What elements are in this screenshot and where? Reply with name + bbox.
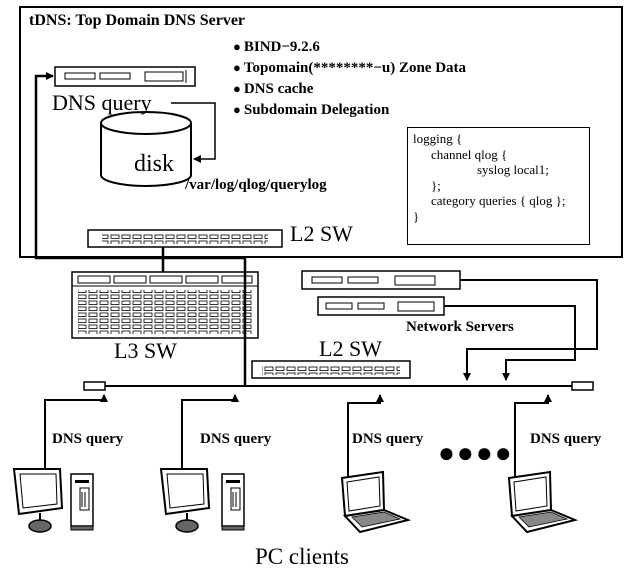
client-query-label: DNS query xyxy=(52,431,124,447)
config-line: channel qlog { xyxy=(431,146,508,162)
config-line: }; xyxy=(431,177,441,193)
server-dns-query-label: DNS query xyxy=(52,90,152,115)
laptop-1-icon xyxy=(340,470,412,534)
feature-item: ●Subdomain Delegation xyxy=(233,102,390,118)
client-query-label: DNS query xyxy=(530,431,602,447)
disk-cylinder-icon xyxy=(100,111,192,187)
desktop-pc-2-icon xyxy=(159,468,245,533)
more-clients-ellipsis: ●●●● xyxy=(438,438,514,469)
l2-switch-top-icon xyxy=(87,229,283,248)
server-title: tDNS: Top Domain DNS Server xyxy=(29,12,246,29)
query-to-disk-arrow xyxy=(171,102,216,163)
client4-query-arrow xyxy=(514,394,552,478)
log-path-label: /var/log/qlog/querylog xyxy=(185,177,327,193)
l2-switch-top-label: L2 SW xyxy=(290,221,353,246)
client2-query-arrow xyxy=(181,394,239,470)
laptop-2-icon xyxy=(507,470,579,534)
network-servers-label: Network Servers xyxy=(406,319,514,335)
logging-config-box: logging { channel qlog { syslog local1; … xyxy=(407,127,590,245)
feature-item: ●DNS cache xyxy=(233,81,314,97)
disk-label: disk xyxy=(134,151,175,177)
l2-switch-middle-label: L2 SW xyxy=(319,336,382,361)
l3-switch-label: L3 SW xyxy=(114,338,177,363)
server-enclosure xyxy=(19,6,623,258)
config-line: category queries { qlog }; xyxy=(431,193,566,208)
network-server-2-icon xyxy=(317,296,445,316)
bus-terminator-left xyxy=(83,381,106,391)
config-line: } xyxy=(413,208,420,224)
query-path-to-server xyxy=(34,72,247,385)
client1-query-arrow xyxy=(44,394,108,470)
server2-to-bus-arrow xyxy=(444,305,576,381)
network-server-1-icon xyxy=(301,270,461,290)
bus-terminator-right xyxy=(571,381,594,391)
client-query-label: DNS query xyxy=(352,431,424,447)
config-line: syslog local1; xyxy=(477,162,549,177)
dns-server-icon xyxy=(54,66,196,87)
desktop-pc-1-icon xyxy=(12,468,94,533)
l3-switch-icon xyxy=(71,271,259,339)
pc-clients-label: PC clients xyxy=(255,544,349,569)
config-line: logging { xyxy=(413,131,463,146)
feature-item: ●Topomain(********−u) Zone Data xyxy=(233,60,467,76)
client3-query-arrow xyxy=(347,394,384,478)
l2-switch-middle-icon xyxy=(251,360,411,379)
client-query-label: DNS query xyxy=(200,431,272,447)
feature-item: ●BIND−9.2.6 xyxy=(233,39,320,55)
server1-to-bus-arrow xyxy=(460,279,598,381)
